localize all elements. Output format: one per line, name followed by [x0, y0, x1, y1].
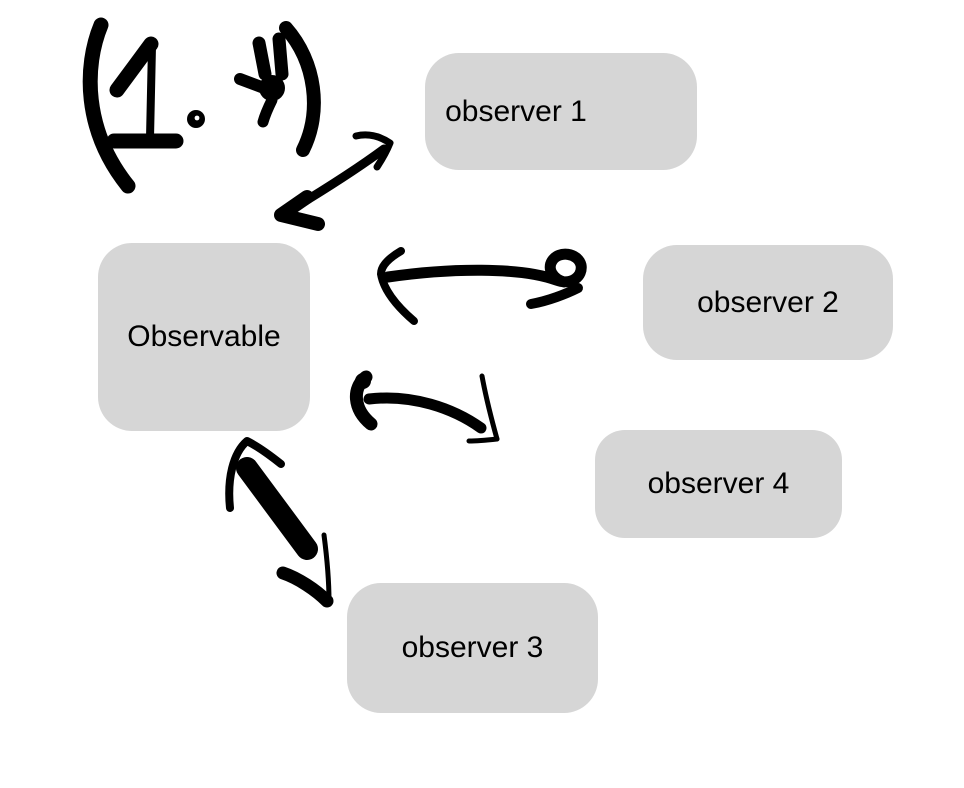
arrow-observable-observer4 [350, 370, 500, 444]
dot-mark-hole [194, 115, 200, 121]
arrow-observable-observer2 [377, 247, 587, 325]
node-observer-2-label: observer 2 [697, 285, 839, 319]
node-observer-1: observer 1 [425, 53, 697, 170]
arrowhead-down-right-v2 [466, 436, 500, 444]
digit-one-stem-stroke [146, 42, 156, 142]
node-observer-1-label: observer 1 [445, 94, 587, 128]
node-observer-4-label: observer 4 [647, 467, 790, 500]
node-observer-3-label: observer 3 [401, 631, 544, 664]
node-observable: Observable [98, 243, 310, 431]
arrowhead-right-flick [526, 283, 583, 309]
node-observer-4: observer 4 [595, 430, 842, 538]
arrow-observable-observer1 [274, 131, 394, 231]
arrow-shaft [363, 392, 487, 434]
asterisk-stroke-v2 [272, 32, 289, 81]
multiplicity-annotation [82, 17, 321, 194]
arrow-observable-observer3 [225, 437, 334, 608]
asterisk-center-blob [259, 75, 285, 101]
arrowhead-left [377, 247, 418, 325]
arrow-shaft [289, 144, 389, 213]
arrow-shaft-loop [382, 248, 587, 288]
asterisk-stroke-v1 [252, 36, 272, 81]
arrowhead-down-right-v1 [479, 373, 500, 442]
paren-left-stroke [82, 17, 136, 194]
asterisk-left-arm-stroke [234, 73, 270, 94]
arrow-shaft-thick [236, 457, 318, 560]
arrowhead-down-thick-arm [276, 566, 334, 608]
node-observer-3: observer 3 [347, 583, 598, 713]
arrowhead-up-right [352, 131, 394, 171]
asterisk-leg-stroke [257, 94, 278, 128]
arrowhead-left-hook [350, 370, 378, 431]
paren-right-stroke [279, 21, 321, 157]
arrowhead-up-caret [225, 437, 285, 512]
digit-one-flag-stroke [109, 36, 159, 98]
arrowhead-down-thin-arm [321, 532, 332, 604]
node-observer-2: observer 2 [643, 245, 893, 360]
node-observable-label: Observable [127, 320, 281, 353]
